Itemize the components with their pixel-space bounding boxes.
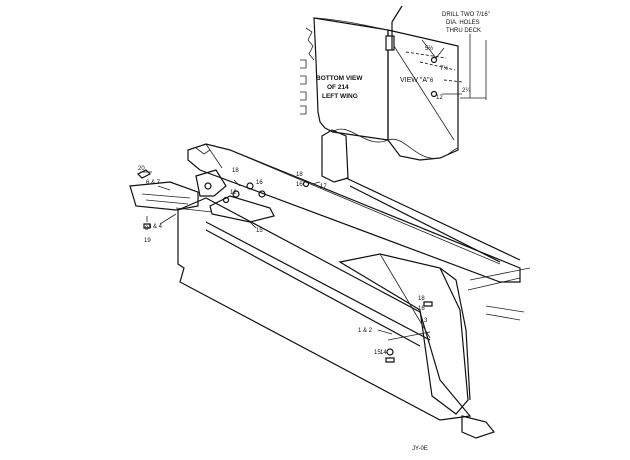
view-a-label: VIEW "A" [400, 77, 430, 84]
main-assembly [129, 129, 531, 439]
bottom-view-label-3: LEFT WING [322, 93, 358, 100]
nut-icon [385, 357, 395, 363]
callout-label: 18 [232, 168, 239, 174]
hole-marker [430, 56, 438, 64]
clamp-plate [209, 195, 275, 223]
bolt-icon [386, 348, 394, 356]
callout-label: 1 & 2 [358, 328, 373, 334]
dimension-label: 7½ [440, 65, 448, 72]
gusset-brace [338, 253, 469, 415]
top-rail [187, 143, 521, 283]
callout-label: 8 [145, 226, 149, 232]
callout-label: 16 [296, 182, 303, 188]
detail-inset-bottom-view: BOTTOM VIEW OF 214 LEFT WING DRILL TWO 7… [300, 5, 490, 161]
callout-label: 14 [380, 350, 387, 356]
callout-label: 6 & 7 [146, 180, 161, 186]
foot-bracket [461, 415, 496, 439]
callout-label: 20 [138, 166, 145, 172]
dimension-label: 6 [430, 78, 434, 84]
bolt-icon [232, 190, 240, 198]
left-bracket [195, 169, 227, 197]
drill-note-1: DRILL TWO 7/16" [442, 12, 490, 18]
callout-label: 16 [256, 180, 263, 186]
callout-label: 15 [256, 228, 263, 234]
drawing-code: JY-0E [412, 446, 428, 452]
bottom-view-label-2: OF 214 [327, 84, 349, 91]
callout-label: 18 [296, 172, 303, 178]
hole-marker [430, 90, 438, 98]
nut-icon [143, 223, 151, 229]
washer-icon [136, 169, 152, 179]
drill-note-2: DIA. HOLES [446, 20, 480, 26]
callout-label: 19 [144, 238, 151, 244]
bolt-icon [302, 180, 310, 188]
callout-label: 3 [424, 318, 428, 324]
callout-label: 15 [374, 350, 381, 356]
nut-icon [423, 301, 433, 307]
callout-labels: 20 6 & 7 3 & 4 8 19 18 16 12 15 18 16 17… [138, 166, 428, 356]
callout-label: 16 [418, 306, 425, 312]
bolt-icon [204, 182, 212, 190]
bottom-view-label-1: BOTTOM VIEW [316, 75, 363, 82]
mount-plate [129, 181, 199, 211]
deck-panel [177, 197, 472, 421]
support-post [321, 129, 349, 183]
callout-label: 12 [230, 190, 237, 196]
dimension-label: 12 [436, 95, 443, 101]
dimension-label: 2¼ [462, 88, 471, 94]
drill-note-3: THRU DECK [446, 28, 481, 34]
dimension-label: 5½ [425, 45, 433, 52]
bolt-icon [222, 196, 230, 204]
bolt-icon [246, 182, 254, 190]
callout-label: 17 [320, 184, 327, 190]
bracket-shape [385, 35, 395, 51]
callout-label: 18 [418, 296, 425, 302]
bolt-icon [258, 190, 266, 198]
callout-label: 3 & 4 [148, 224, 163, 230]
